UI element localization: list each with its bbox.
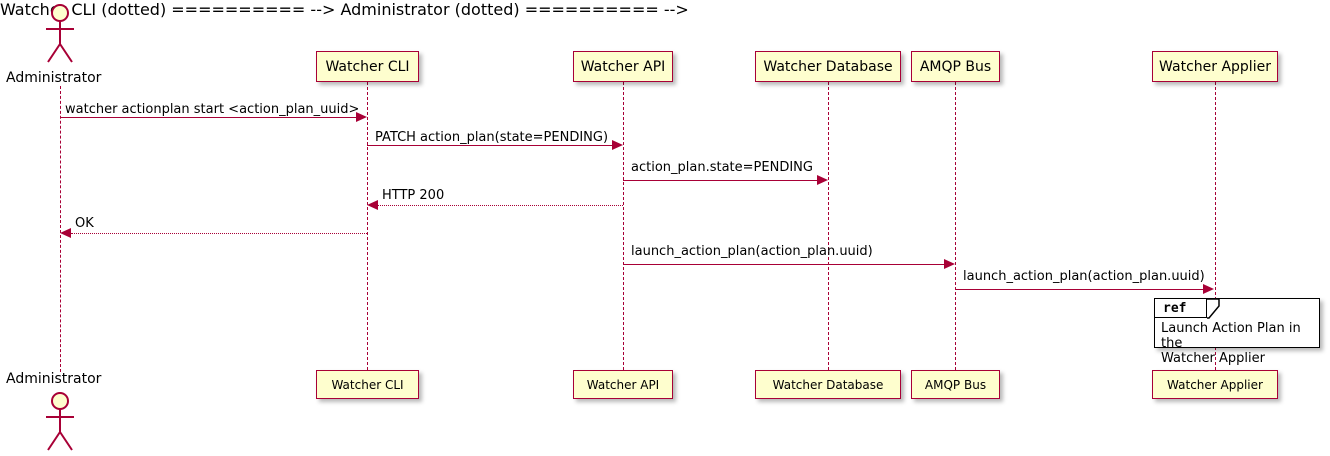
participant-label: Watcher Database <box>763 58 893 75</box>
participant-label: Watcher Applier <box>1159 58 1271 75</box>
participant-label: AMQP Bus <box>919 58 992 75</box>
message-arrowhead-2 <box>612 140 623 150</box>
lifeline-amqp-bus <box>955 82 956 370</box>
participant-watcher-applier-top[interactable]: Watcher Applier <box>1152 51 1278 82</box>
message-line-6 <box>623 264 945 265</box>
ref-tab-notch-icon <box>1207 299 1220 319</box>
message-line-4 <box>378 205 623 206</box>
actor-administrator-bottom <box>36 390 86 454</box>
message-label-3: action_plan.state=PENDING <box>631 160 813 175</box>
participant-label: AMQP Bus <box>924 377 987 392</box>
lifeline-watcher-cli <box>367 82 368 370</box>
message-arrowhead-5 <box>60 228 71 238</box>
lifeline-watcher-api <box>623 82 624 370</box>
message-label-1: watcher actionplan start <action_plan_uu… <box>65 102 360 117</box>
lifeline-watcher-database <box>828 82 829 370</box>
participant-label: Watcher CLI <box>325 58 410 75</box>
participant-amqp-bus-bottom[interactable]: AMQP Bus <box>911 370 1000 399</box>
lifeline-watcher-applier <box>1215 82 1216 370</box>
message-arrowhead-6 <box>944 259 955 269</box>
ref-tab <box>1155 299 1207 318</box>
participant-amqp-bus-top[interactable]: AMQP Bus <box>911 51 1000 82</box>
participant-watcher-cli-top[interactable]: Watcher CLI <box>316 51 419 82</box>
message-arrowhead-7 <box>1203 284 1214 294</box>
actor-label-administrator-bottom: Administrator <box>6 371 102 387</box>
participant-watcher-api-bottom[interactable]: Watcher API <box>573 370 673 399</box>
participant-watcher-cli-bottom[interactable]: Watcher CLI <box>316 370 419 399</box>
message-label-5: OK <box>75 216 94 231</box>
message-line-3 <box>623 180 818 181</box>
ref-fragment: ref Launch Action Plan in the Watcher Ap… <box>1154 298 1320 366</box>
participant-label: Watcher CLI <box>331 377 404 392</box>
participant-label: Watcher Applier <box>1167 377 1263 392</box>
participant-watcher-applier-bottom[interactable]: Watcher Applier <box>1152 370 1278 399</box>
actor-administrator-top <box>36 2 86 66</box>
message-arrowhead-1 <box>356 112 367 122</box>
message-line-2 <box>367 145 613 146</box>
message-label-7: launch_action_plan(action_plan.uuid) <box>963 269 1205 284</box>
message-label-6: launch_action_plan(action_plan.uuid) <box>631 244 873 259</box>
ref-body-text: Launch Action Plan in the Watcher Applie… <box>1161 321 1301 366</box>
stick-figure-icon <box>46 392 74 451</box>
message-arrowhead-4 <box>367 200 378 210</box>
message-line-7 <box>955 289 1204 290</box>
message-label-4: HTTP 200 <box>382 188 445 203</box>
message-arrowhead-3 <box>817 175 828 185</box>
participant-watcher-database-bottom[interactable]: Watcher Database <box>755 370 901 399</box>
stick-figure-icon <box>46 4 74 63</box>
message-line-1 <box>60 117 357 118</box>
participant-label: Watcher Database <box>772 377 884 392</box>
participant-label: Watcher API <box>580 58 666 75</box>
participant-watcher-api-top[interactable]: Watcher API <box>573 51 673 82</box>
ref-tab-label: ref <box>1163 301 1187 316</box>
participant-watcher-database-top[interactable]: Watcher Database <box>755 51 901 82</box>
participant-label: Watcher API <box>586 377 660 392</box>
message-line-5 <box>71 233 367 234</box>
message-label-2: PATCH action_plan(state=PENDING) <box>375 130 609 145</box>
actor-label-administrator-top: Administrator <box>6 70 102 86</box>
